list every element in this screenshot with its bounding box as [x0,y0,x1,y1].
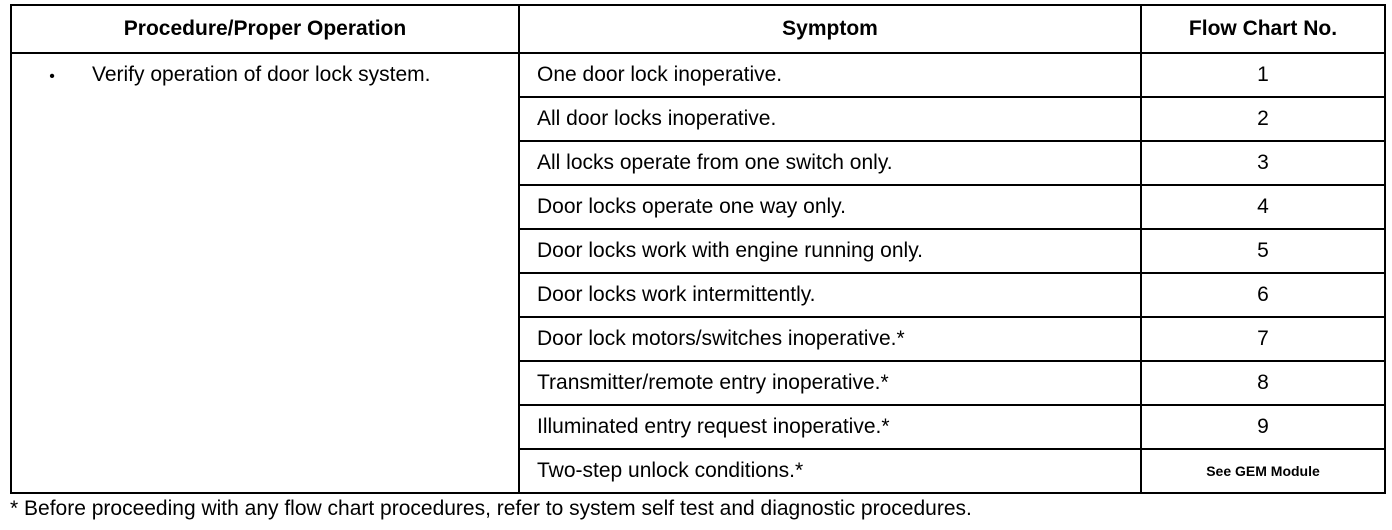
table-row: Illuminated entry request inoperative.* … [11,404,1386,450]
flow-chart-no-cell: See GEM Module [1140,448,1386,494]
bullet-icon: • [49,68,55,85]
header-flow-chart-no: Flow Chart No. [1140,4,1386,54]
procedure-cell: • Verify operation of door lock system. [10,52,520,494]
symptom-cell: Transmitter/remote entry inoperative.* [518,360,1142,406]
symptom-cell: Door locks work with engine running only… [518,228,1142,274]
table-row: • Verify operation of door lock system. … [10,52,1386,494]
flow-chart-no-cell: 7 [1140,316,1386,362]
table-row: All door locks inoperative. 2 [11,96,1386,142]
table-header: Procedure/Proper Operation Symptom Flow … [10,4,1386,54]
header-procedure: Procedure/Proper Operation [10,4,520,54]
flow-chart-no-cell: 6 [1140,272,1386,318]
flow-chart-no-cell: 2 [1140,96,1386,142]
table-row: Door locks work intermittently. 6 [11,272,1386,318]
symptom-cell: Door locks work intermittently. [518,272,1142,318]
flow-chart-no-cell: 4 [1140,184,1386,230]
flow-chart-no-cell: 1 [1140,52,1386,98]
flow-chart-no-cell: 5 [1140,228,1386,274]
table-row: All locks operate from one switch only. … [11,140,1386,186]
header-symptom: Symptom [518,4,1142,54]
flow-chart-no-cell: 3 [1140,140,1386,186]
table-row: Transmitter/remote entry inoperative.* 8 [11,360,1386,406]
symptom-cell: Illuminated entry request inoperative.* [518,404,1142,450]
symptom-chart-table: Procedure/Proper Operation Symptom Flow … [10,4,1386,494]
flow-chart-no-cell: 9 [1140,404,1386,450]
footnote: * Before proceeding with any flow chart … [10,497,972,520]
table-row: Door lock motors/switches inoperative.* … [11,316,1386,362]
procedure-text: Verify operation of door lock system. [92,63,431,86]
symptom-cell: Door lock motors/switches inoperative.* [518,316,1142,362]
table-row: Door locks work with engine running only… [11,228,1386,274]
flow-chart-no-cell: 8 [1140,360,1386,406]
symptom-cell: All door locks inoperative. [518,96,1142,142]
symptom-cell: Door locks operate one way only. [518,184,1142,230]
table-row: Two-step unlock conditions.* See GEM Mod… [11,448,1386,494]
table-row: Door locks operate one way only. 4 [11,184,1386,230]
header-row: Procedure/Proper Operation Symptom Flow … [10,4,1386,54]
table-body: • Verify operation of door lock system. … [10,52,1386,494]
procedure-item: • Verify operation of door lock system. [12,54,518,87]
symptom-cell: Two-step unlock conditions.* [518,448,1142,494]
symptom-cell: One door lock inoperative. [518,52,1142,98]
symptom-cell: All locks operate from one switch only. [518,140,1142,186]
